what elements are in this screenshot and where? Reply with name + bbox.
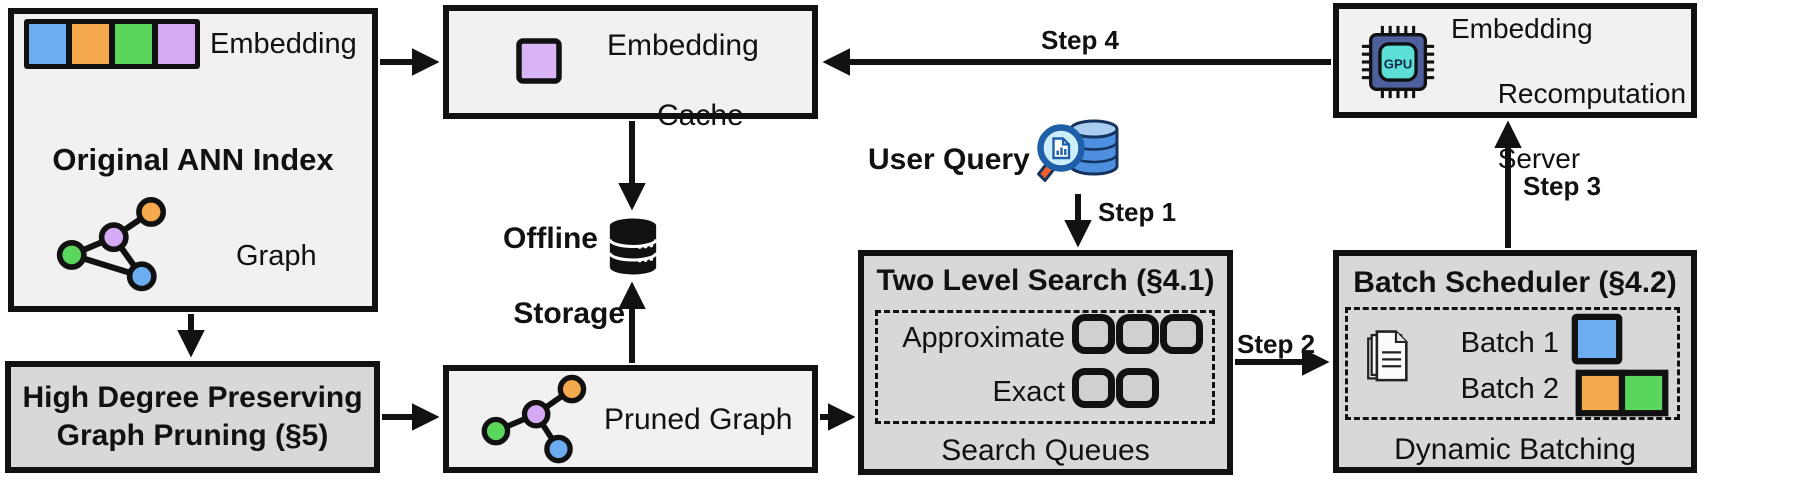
embedding-cache-label: Embedding Cache — [607, 29, 759, 133]
graph-pruning-title: High Degree Preserving Graph Pruning (§5… — [11, 379, 374, 454]
embedding-label: Embedding — [210, 28, 357, 60]
database-icon — [608, 218, 658, 275]
two-level-search-title: Two Level Search (§4.1) — [876, 264, 1215, 297]
pruned-graph-box: Pruned Graph — [443, 365, 818, 473]
recomputation-server-label: Embedding Recomputation Server — [1451, 13, 1686, 175]
documents-icon — [1367, 330, 1408, 382]
pruned-graph-icon — [481, 374, 587, 464]
cached-embedding-icon — [516, 38, 562, 84]
dynamic-batching-dashed-panel — [1345, 307, 1680, 420]
step-2-label: Step 2 — [1237, 329, 1316, 359]
offline-storage-line1: Offline — [503, 222, 598, 255]
recomputation-server-line1: Embedding — [1451, 13, 1593, 44]
embedding-cache-line1: Embedding — [607, 29, 759, 62]
ann-graph-icon — [56, 197, 166, 292]
graph-pruning-line2: Graph Pruning (§5) — [56, 418, 329, 452]
batch1-slot-icon — [1571, 313, 1623, 365]
graph-label: Graph — [236, 240, 317, 272]
search-queues-dashed-panel — [875, 310, 1215, 424]
queue-slot — [1116, 368, 1159, 408]
embedding-cache-box: Embedding Cache — [443, 5, 818, 132]
queue-slot — [1160, 314, 1203, 354]
recomputation-server-line3: Server — [1497, 142, 1581, 174]
dynamic-batching-caption: Dynamic Batching — [1394, 433, 1636, 466]
user-query-label: User Query — [868, 143, 1030, 176]
recomputation-server-box: GPU Embedding Recomputation Server — [1333, 3, 1697, 174]
recomputation-server-line2: Recomputation — [1497, 77, 1687, 109]
batch-scheduler-box: Batch Scheduler (§4.2) Batch 1 Batch 2 D… — [1333, 250, 1697, 473]
graph-pruning-box: High Degree Preserving Graph Pruning (§5… — [5, 361, 380, 473]
step-4-label: Step 4 — [1040, 25, 1120, 55]
gpu-text: GPU — [1384, 56, 1413, 71]
queue-slot — [1116, 314, 1159, 354]
original-ann-index-title: Original ANN Index — [52, 142, 334, 177]
two-level-search-box: Two Level Search (§4.1) Approximate Exac… — [858, 250, 1233, 475]
embedding-vector-icon — [24, 19, 200, 69]
batch1-label: Batch 1 — [1460, 327, 1559, 359]
batch2-label: Batch 2 — [1460, 373, 1559, 405]
original-ann-index-box: Embedding Original ANN Index Graph — [8, 8, 378, 312]
embedding-cache-line2: Cache — [657, 98, 744, 132]
search-queues-caption: Search Queues — [941, 434, 1150, 467]
graph-pruning-line1: High Degree Preserving — [22, 381, 363, 414]
exact-queue-slots — [1072, 368, 1160, 408]
offline-storage-label: Offline Storage — [480, 220, 625, 333]
gpu-icon: GPU — [1361, 25, 1435, 99]
queue-slot — [1072, 368, 1115, 408]
batch-scheduler-title: Batch Scheduler (§4.2) — [1353, 266, 1677, 299]
query-magnifier-icon — [1037, 119, 1119, 182]
offline-storage-line2: Storage — [513, 297, 626, 330]
approximate-queue-slots — [1072, 314, 1204, 354]
step-1-label: Step 1 — [1098, 197, 1177, 227]
batch2-slots-icon — [1575, 369, 1669, 417]
approximate-label: Approximate — [902, 322, 1065, 354]
exact-label: Exact — [992, 376, 1065, 408]
pruned-graph-label: Pruned Graph — [604, 403, 793, 436]
queue-slot — [1072, 314, 1115, 354]
step-3-label: Step 3 — [1523, 171, 1602, 201]
